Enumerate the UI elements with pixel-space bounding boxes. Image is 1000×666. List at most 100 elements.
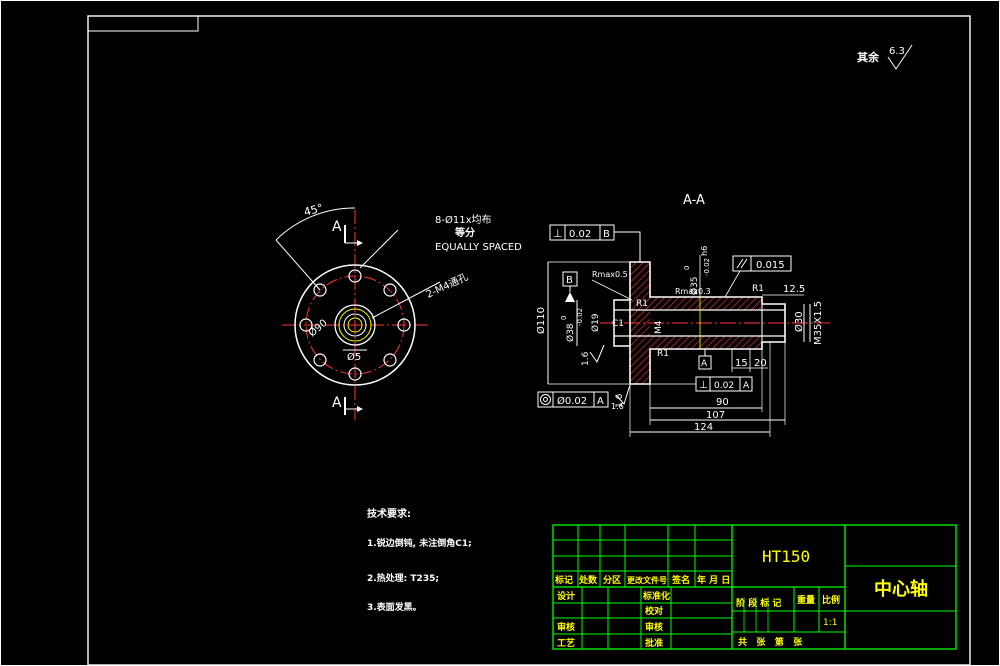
conc-tol-text: Ø0.02 (557, 395, 587, 407)
bolt-hole (397, 318, 411, 332)
tb-change-doc: 更改文件号 (627, 575, 667, 585)
cyl-frame (732, 255, 792, 272)
tol-38-low: -0.02 (576, 308, 584, 326)
hole-note-leader (359, 229, 399, 269)
tb-zone: 分区 (603, 574, 621, 586)
bolt-hole (383, 283, 397, 297)
bolt-circle (305, 275, 405, 375)
dim-35-text: Ø35 (689, 276, 700, 295)
roughness-16a: 1.6 (581, 351, 591, 366)
part-name-text: 中心轴 (874, 578, 928, 600)
tb-marks: 标记 (554, 574, 573, 586)
tb-date: 年 月 日 (697, 574, 730, 586)
code-box (87, 15, 199, 32)
rmax2-text: Rmax0.3 (675, 287, 711, 296)
c1-text: C1 (612, 319, 624, 329)
tb-count: 处数 (578, 574, 598, 586)
hub-inner-circle (338, 308, 372, 342)
hub-outline (613, 299, 630, 347)
dim-90-text: 90 (716, 397, 729, 408)
bolt-hole (313, 353, 327, 367)
dim-15-text: 15 (735, 358, 748, 369)
dim-20-text: 20 (754, 358, 767, 369)
r1-a-text: R1 (752, 284, 764, 294)
r1-c-text: R1 (636, 299, 648, 309)
dim-38-text: Ø38 (565, 323, 576, 342)
perp2-datum-text: A (743, 381, 750, 391)
thread-note-leader (371, 281, 441, 319)
datum-b-letter: B (566, 275, 573, 286)
roughness-label: 其余 (857, 50, 880, 64)
tol-35-low: -0.02 (703, 258, 711, 276)
tech-req-title: 技术要求: (367, 507, 411, 520)
section-letter-bottom: A (332, 395, 342, 411)
roughness-symbol-icon (887, 44, 913, 70)
title-block: HT150 中心轴 标记 处数 分区 更改文件号 签名 年 月 日 设计 标准化… (552, 524, 957, 650)
perp-tol-text: 0.02 (569, 229, 591, 240)
angle-dim-text: 45° (302, 201, 324, 219)
cyl-leader (724, 270, 741, 298)
perp-symbol-icon: ⊥ (553, 227, 563, 240)
cylindricity-icon (736, 258, 748, 269)
thread-text: M35X1.5 (813, 301, 824, 345)
conc-frame (537, 391, 609, 408)
angle-leader (275, 239, 321, 291)
bolt-hole (383, 353, 397, 367)
tb-review: 审核 (557, 621, 575, 633)
m4-text: M4 (654, 320, 664, 334)
hole-note-line2: 等分 (455, 226, 475, 239)
rmax1-text: Rmax0.5 (592, 270, 628, 279)
roughness-note: 其余 6.3 (857, 44, 913, 70)
roughness-mark-icon (589, 344, 605, 364)
small-dim-text: Ø5 (347, 351, 361, 363)
bolt-hole (299, 318, 313, 332)
dim-110-text: Ø110 (535, 307, 547, 334)
tb-approve: 批准 (645, 637, 663, 649)
bolt-hole (348, 269, 362, 283)
concentricity-icon (540, 394, 551, 405)
section-view-title: A-A (683, 193, 705, 208)
tb-audit: 审核 (645, 621, 663, 633)
dim-30-text: Ø30 (793, 311, 805, 332)
tb-craft: 工艺 (557, 637, 575, 649)
bore-circle (343, 313, 367, 337)
front-view: 45° A A 8-Ø11x均布 等分 EQUALLY SPACED 2-M4通… (275, 201, 522, 420)
section-letter-top: A (332, 219, 342, 235)
conc-datum-text: A (597, 396, 604, 407)
tol-35-up: 0 (683, 266, 691, 270)
rmax1-leader (591, 279, 633, 301)
tech-req-item3: 3.表面发黑。 (367, 601, 422, 613)
perp-leader (614, 231, 641, 262)
bolt-hole (348, 367, 362, 381)
material-text: HT150 (762, 547, 810, 566)
drawing-frame (87, 15, 971, 666)
perp2-symbol-icon: ⊥ (699, 380, 708, 391)
hub-circle (334, 304, 376, 346)
tech-req-item2: 2.热处理: T235; (367, 572, 439, 584)
dim-107-text: 107 (706, 410, 725, 421)
tb-proofread: 校对 (645, 605, 663, 617)
dim-12-5-text: 12.5 (783, 284, 805, 295)
hole-note-line3: EQUALLY SPACED (435, 242, 522, 253)
tol-35-fit: h6 (700, 246, 709, 256)
tb-sheets: 共 张 第 张 (738, 636, 803, 648)
tb-scale: 比例 (822, 594, 840, 606)
flange-hatch (630, 262, 650, 384)
shaft-hatch-bottom (650, 336, 762, 349)
tech-req-item1: 1.锐边倒钝, 未注倒角C1; (367, 537, 472, 549)
datum-a-letter: A (701, 359, 708, 369)
concentricity-icon-inner (543, 397, 548, 402)
perp2-tol-text: 0.02 (714, 381, 734, 391)
tol-38-up: 0 (560, 316, 568, 320)
thread-note-text: 2-M4通孔 (424, 271, 470, 301)
hole-note-line1: 8-Ø11x均布 (435, 214, 491, 226)
roughness-16b: 1.6 (615, 393, 625, 408)
roughness-mark-icon (615, 384, 631, 405)
tb-stage-mark: 阶 段 标 记 (736, 597, 781, 609)
dim-124-text: 124 (694, 422, 713, 433)
flange-outer-circle (294, 264, 416, 386)
cyl-tol-text: 0.015 (756, 260, 785, 271)
tb-signature: 签名 (671, 574, 690, 586)
bolt-hole (313, 283, 327, 297)
